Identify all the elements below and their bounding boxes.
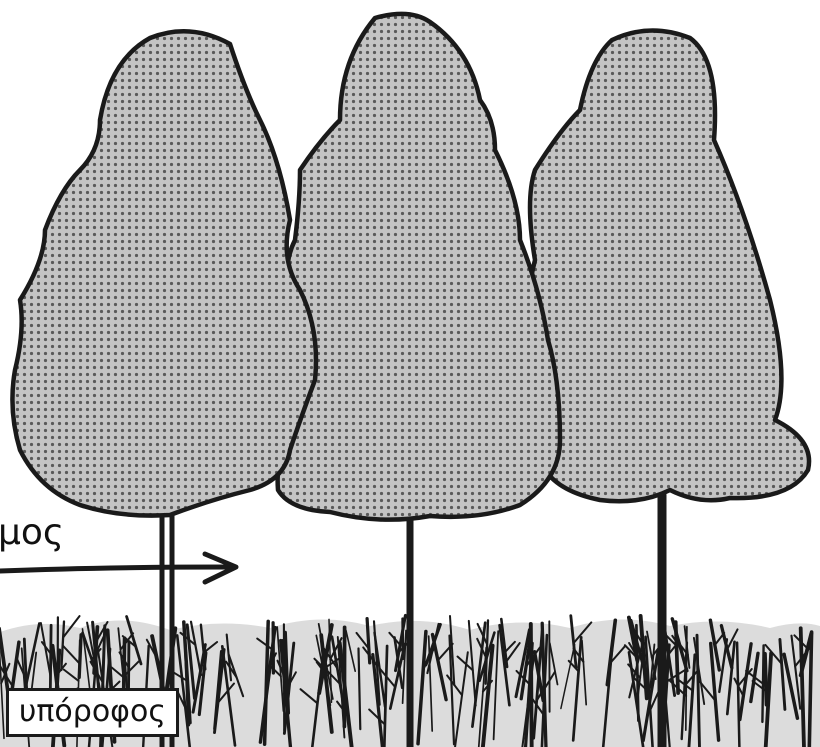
understory-label: υπόροφος [6, 688, 179, 737]
grass-stroke [531, 624, 532, 747]
canopy-right [526, 30, 809, 501]
canopy-middle [278, 14, 560, 520]
canopy-left [12, 31, 316, 515]
wind-label-partial: μος [0, 512, 64, 553]
tree-canopies [12, 14, 809, 520]
grass-stroke [765, 654, 767, 705]
wind-arrow [0, 554, 236, 582]
